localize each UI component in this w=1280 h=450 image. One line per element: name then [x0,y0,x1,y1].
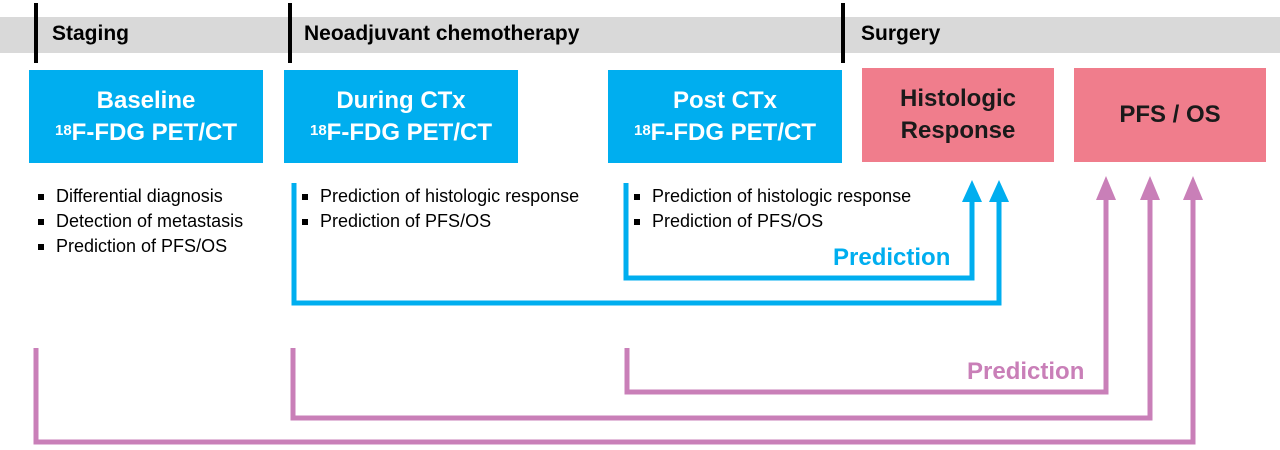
phase-label-chemotherapy: Neoadjuvant chemotherapy [304,22,580,45]
during-bullet-list: Prediction of histologic response Predic… [298,184,628,234]
histologic-response-box: Histologic Response [862,68,1054,162]
list-item: Detection of metastasis [34,209,266,234]
purple-arrow-post-to-pfs [624,196,1109,395]
post-box-subtitle: 18F-FDG PET/CT [633,118,816,146]
histologic-box-line2: Response [900,117,1016,144]
post-bullet-list: Prediction of histologic response Predic… [630,184,970,234]
post-box-title: Post CTx [672,86,777,114]
phase-marker-staging [34,3,38,63]
list-item: Prediction of histologic response [298,184,628,209]
blue-arrowhead-icon [962,180,982,202]
prediction-label-purple: Prediction [967,358,1085,385]
blue-arrow-post-to-histologic [623,183,975,281]
prediction-label-blue: Prediction [833,244,951,271]
purple-arrowhead-icon [1096,176,1116,200]
phase-label-staging: Staging [52,22,129,45]
blue-arrow-during-to-histologic [291,183,1002,306]
phase-label-surgery: Surgery [861,22,941,45]
pfs-os-box: PFS / OS [1074,68,1266,162]
blue-arrowhead-icon [989,180,1009,202]
list-item: Prediction of PFS/OS [34,234,266,259]
during-box-title: During CTx [336,86,466,114]
post-ctx-pet-box: Post CTx 18F-FDG PET/CT [608,70,842,163]
list-item: Prediction of PFS/OS [630,209,970,234]
phase-marker-chemotherapy [288,3,292,63]
baseline-box-subtitle: 18F-FDG PET/CT [54,118,237,146]
pfs-box-title: PFS / OS [1119,101,1221,128]
purple-arrowhead-icon [1140,176,1160,200]
phase-marker-surgery [841,3,845,63]
purple-arrow-during-to-pfs [290,196,1153,421]
purple-arrow-baseline-to-pfs [33,196,1196,445]
baseline-box-title: Baseline [96,86,196,114]
list-item: Differential diagnosis [34,184,266,209]
during-box-subtitle: 18F-FDG PET/CT [309,118,492,146]
list-item: Prediction of PFS/OS [298,209,628,234]
baseline-pet-box: Baseline 18F-FDG PET/CT [29,70,263,163]
baseline-bullet-list: Differential diagnosis Detection of meta… [34,184,266,259]
list-item: Prediction of histologic response [630,184,970,209]
timeline-bar [0,17,1280,53]
purple-arrowhead-icon [1183,176,1203,200]
histologic-box-line1: Histologic [899,85,1016,112]
during-ctx-pet-box: During CTx 18F-FDG PET/CT [284,70,518,163]
